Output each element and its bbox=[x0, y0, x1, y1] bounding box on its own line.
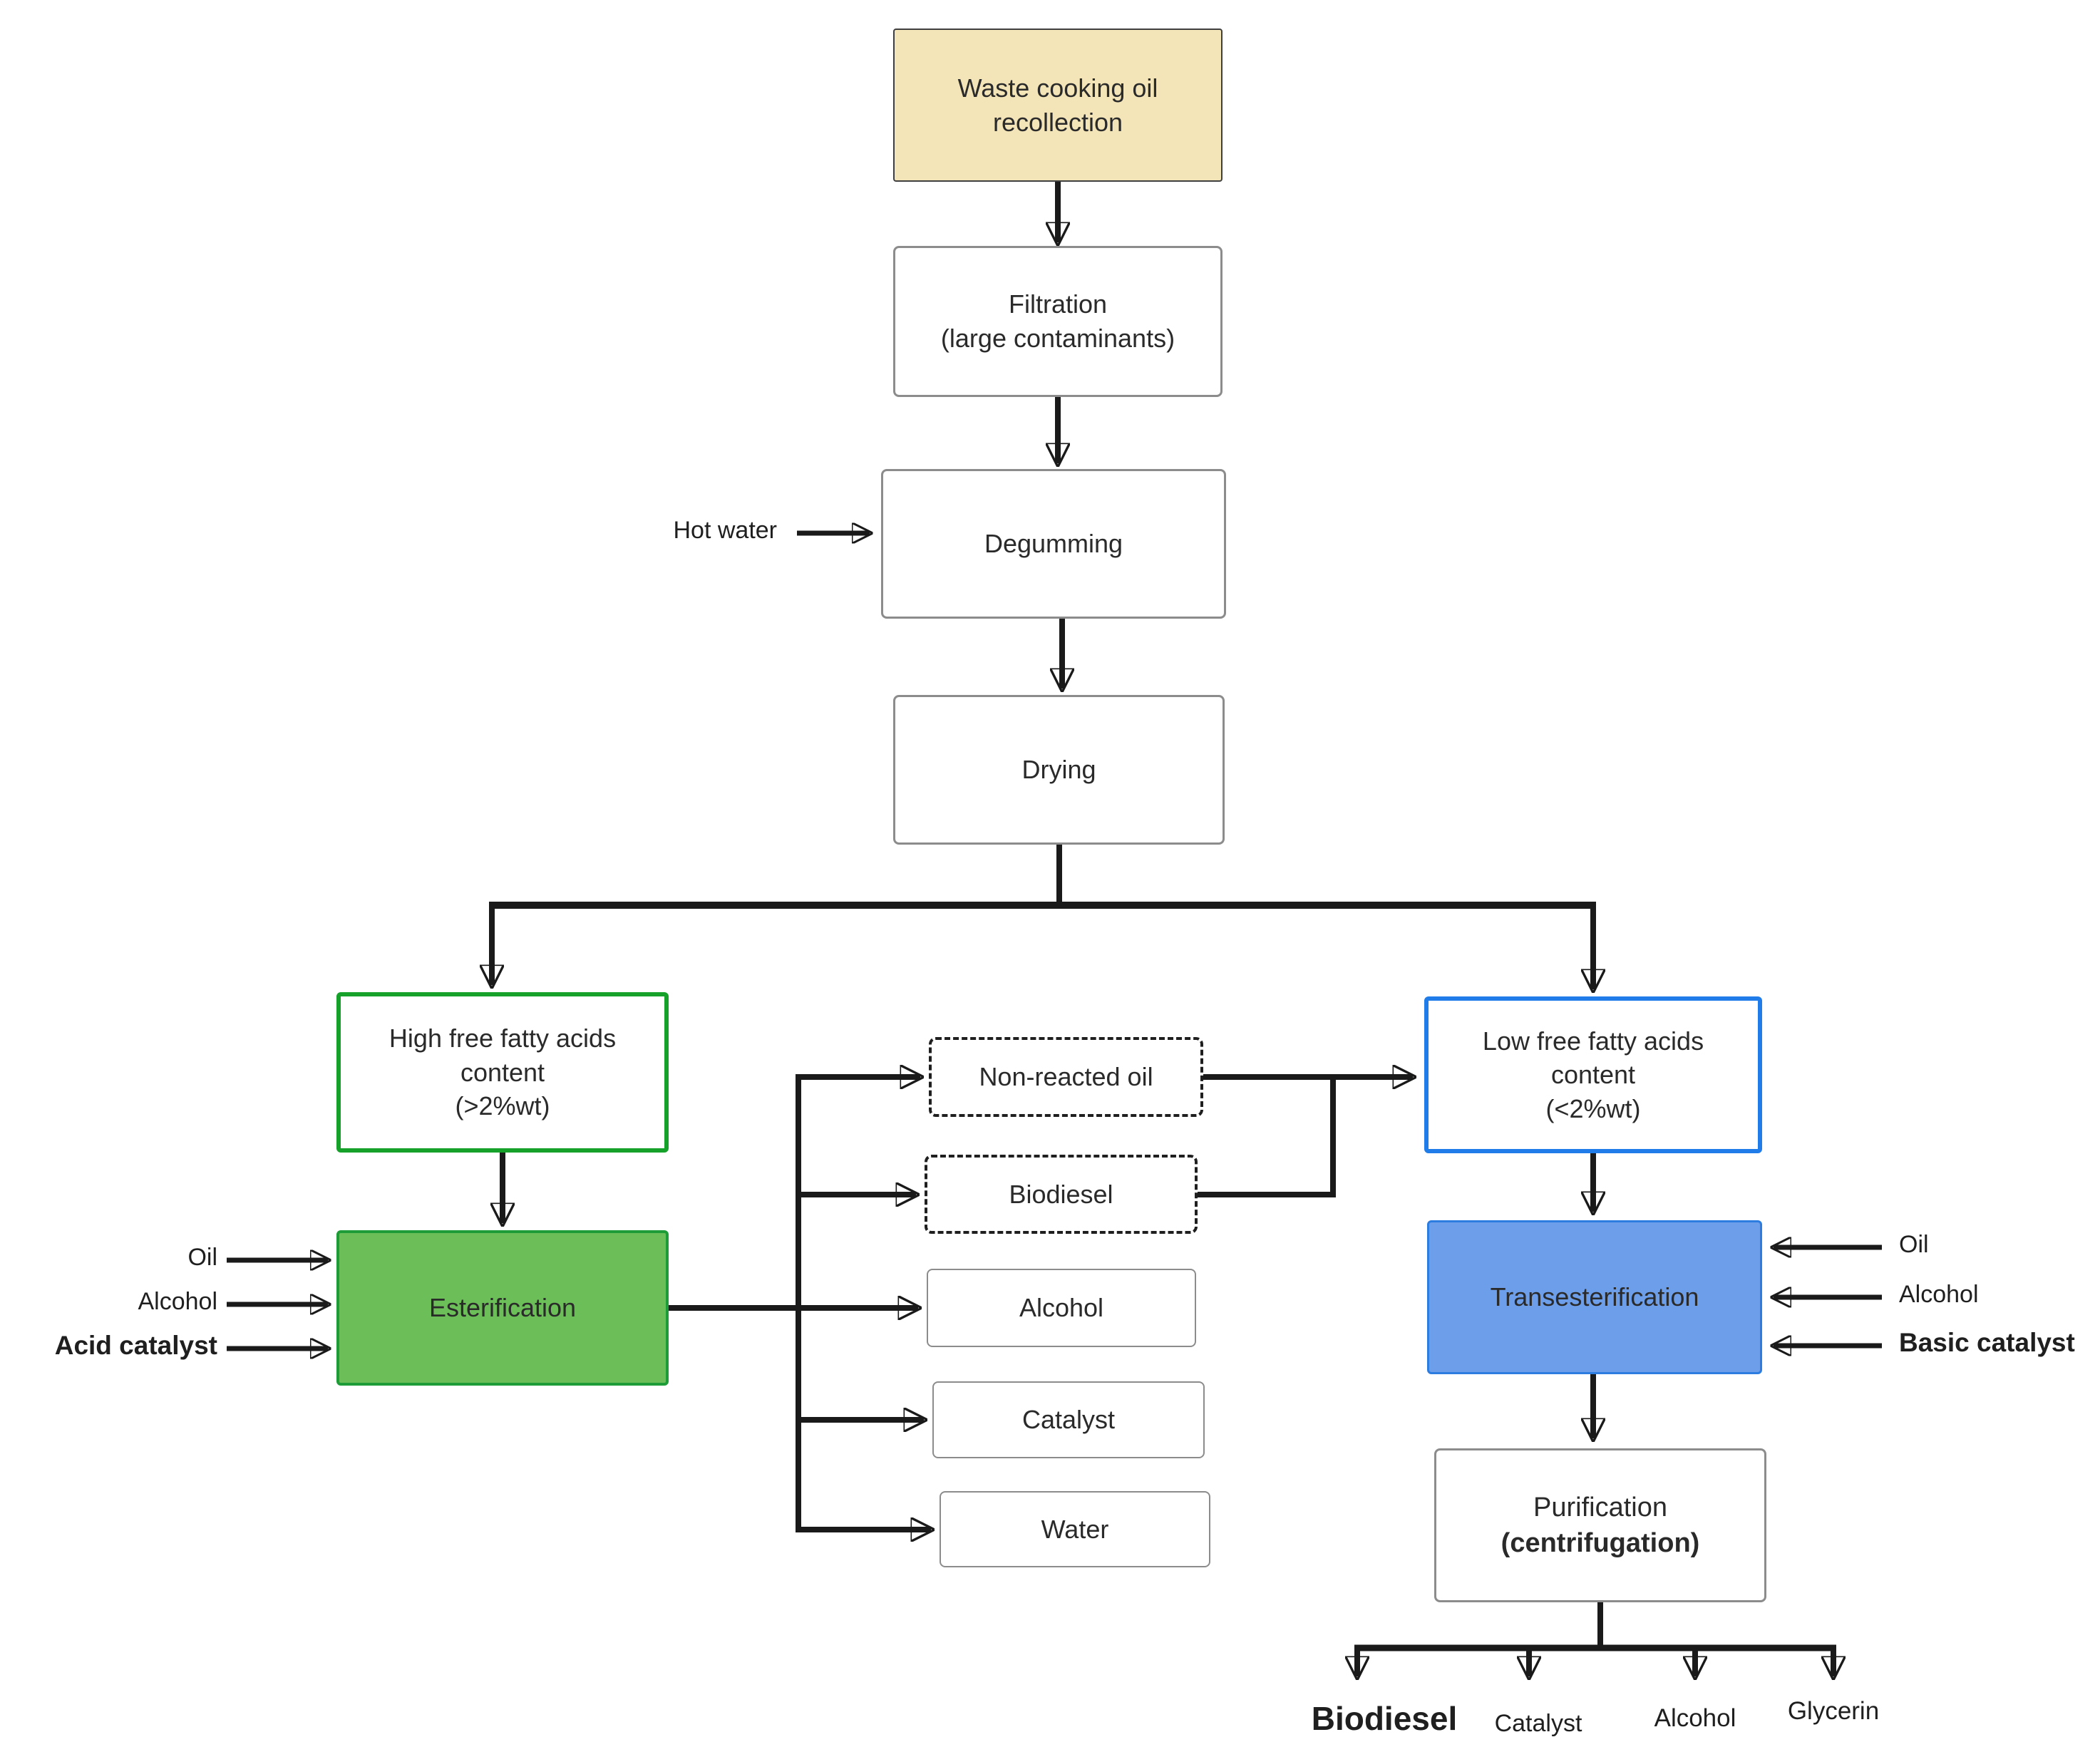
node-label: Alcohol bbox=[1019, 1293, 1104, 1323]
label-output-catalyst: Catalyst bbox=[1494, 1710, 1582, 1737]
node-waste-cooking-oil: Waste cooking oil recollection bbox=[893, 29, 1223, 182]
label-output-alcohol: Alcohol bbox=[1654, 1704, 1736, 1732]
node-transesterification: Transesterification bbox=[1427, 1220, 1762, 1374]
label-alcohol-right: Alcohol bbox=[1899, 1281, 1979, 1308]
node-degumming: Degumming bbox=[881, 469, 1226, 619]
node-label: Filtration bbox=[1008, 289, 1108, 319]
node-label: (large contaminants) bbox=[940, 324, 1175, 353]
node-filtration: Filtration (large contaminants) bbox=[893, 246, 1223, 397]
node-label: Drying bbox=[1021, 755, 1096, 785]
node-purification: Purification (centrifugation) bbox=[1434, 1448, 1766, 1602]
connector-purification-outputs bbox=[1354, 1602, 1836, 1676]
label-output-glycerin: Glycerin bbox=[1787, 1697, 1880, 1725]
node-esterification: Esterification bbox=[336, 1230, 669, 1386]
connector-transesterification-inputs bbox=[1774, 1247, 1882, 1346]
connector-esterification-outputs bbox=[669, 1077, 931, 1530]
label-basic-catalyst: Basic catalyst bbox=[1899, 1328, 2075, 1357]
node-label: content bbox=[1550, 1060, 1636, 1090]
label-oil-left: Oil bbox=[187, 1244, 217, 1271]
node-label: Catalyst bbox=[1021, 1405, 1116, 1435]
node-label: Degumming bbox=[984, 529, 1123, 559]
label-acid-catalyst: Acid catalyst bbox=[54, 1331, 217, 1360]
label-alcohol-left: Alcohol bbox=[138, 1288, 217, 1315]
node-non-reacted-oil: Non-reacted oil bbox=[929, 1037, 1203, 1117]
node-label: Esterification bbox=[428, 1293, 577, 1323]
node-label: Low free fatty acids bbox=[1482, 1026, 1704, 1056]
node-label: recollection bbox=[992, 107, 1123, 137]
node-high-ffa: High free fatty acids content (>2%wt) bbox=[336, 992, 669, 1153]
node-label: (<2%wt) bbox=[1545, 1093, 1641, 1123]
node-biodiesel-stream: Biodiesel bbox=[925, 1155, 1198, 1234]
node-catalyst-stream: Catalyst bbox=[932, 1381, 1205, 1458]
node-label: Biodiesel bbox=[1009, 1179, 1113, 1209]
node-label: content bbox=[460, 1057, 545, 1087]
node-label: High free fatty acids bbox=[388, 1024, 617, 1053]
label-oil-right: Oil bbox=[1899, 1231, 1929, 1258]
node-water-stream: Water bbox=[940, 1491, 1210, 1567]
label-hot-water: Hot water bbox=[673, 517, 778, 544]
node-drying: Drying bbox=[893, 695, 1225, 845]
node-label: Waste cooking oil bbox=[957, 73, 1158, 103]
node-label: (centrifugation) bbox=[1501, 1528, 1700, 1558]
node-label: Purification bbox=[1533, 1492, 1667, 1522]
connector-drying-split bbox=[489, 845, 1596, 989]
node-low-ffa: Low free fatty acids content (<2%wt) bbox=[1424, 996, 1762, 1153]
node-label: (>2%wt) bbox=[455, 1091, 550, 1121]
label-output-biodiesel: Biodiesel bbox=[1311, 1700, 1458, 1737]
connector-esterification-inputs bbox=[227, 1260, 328, 1349]
node-label: Non-reacted oil bbox=[979, 1062, 1153, 1092]
node-label: Water bbox=[1041, 1514, 1109, 1544]
node-label: Transesterification bbox=[1490, 1282, 1699, 1312]
connector-recycle-to-lowffa bbox=[1198, 1074, 1413, 1197]
node-alcohol-stream: Alcohol bbox=[927, 1269, 1196, 1347]
